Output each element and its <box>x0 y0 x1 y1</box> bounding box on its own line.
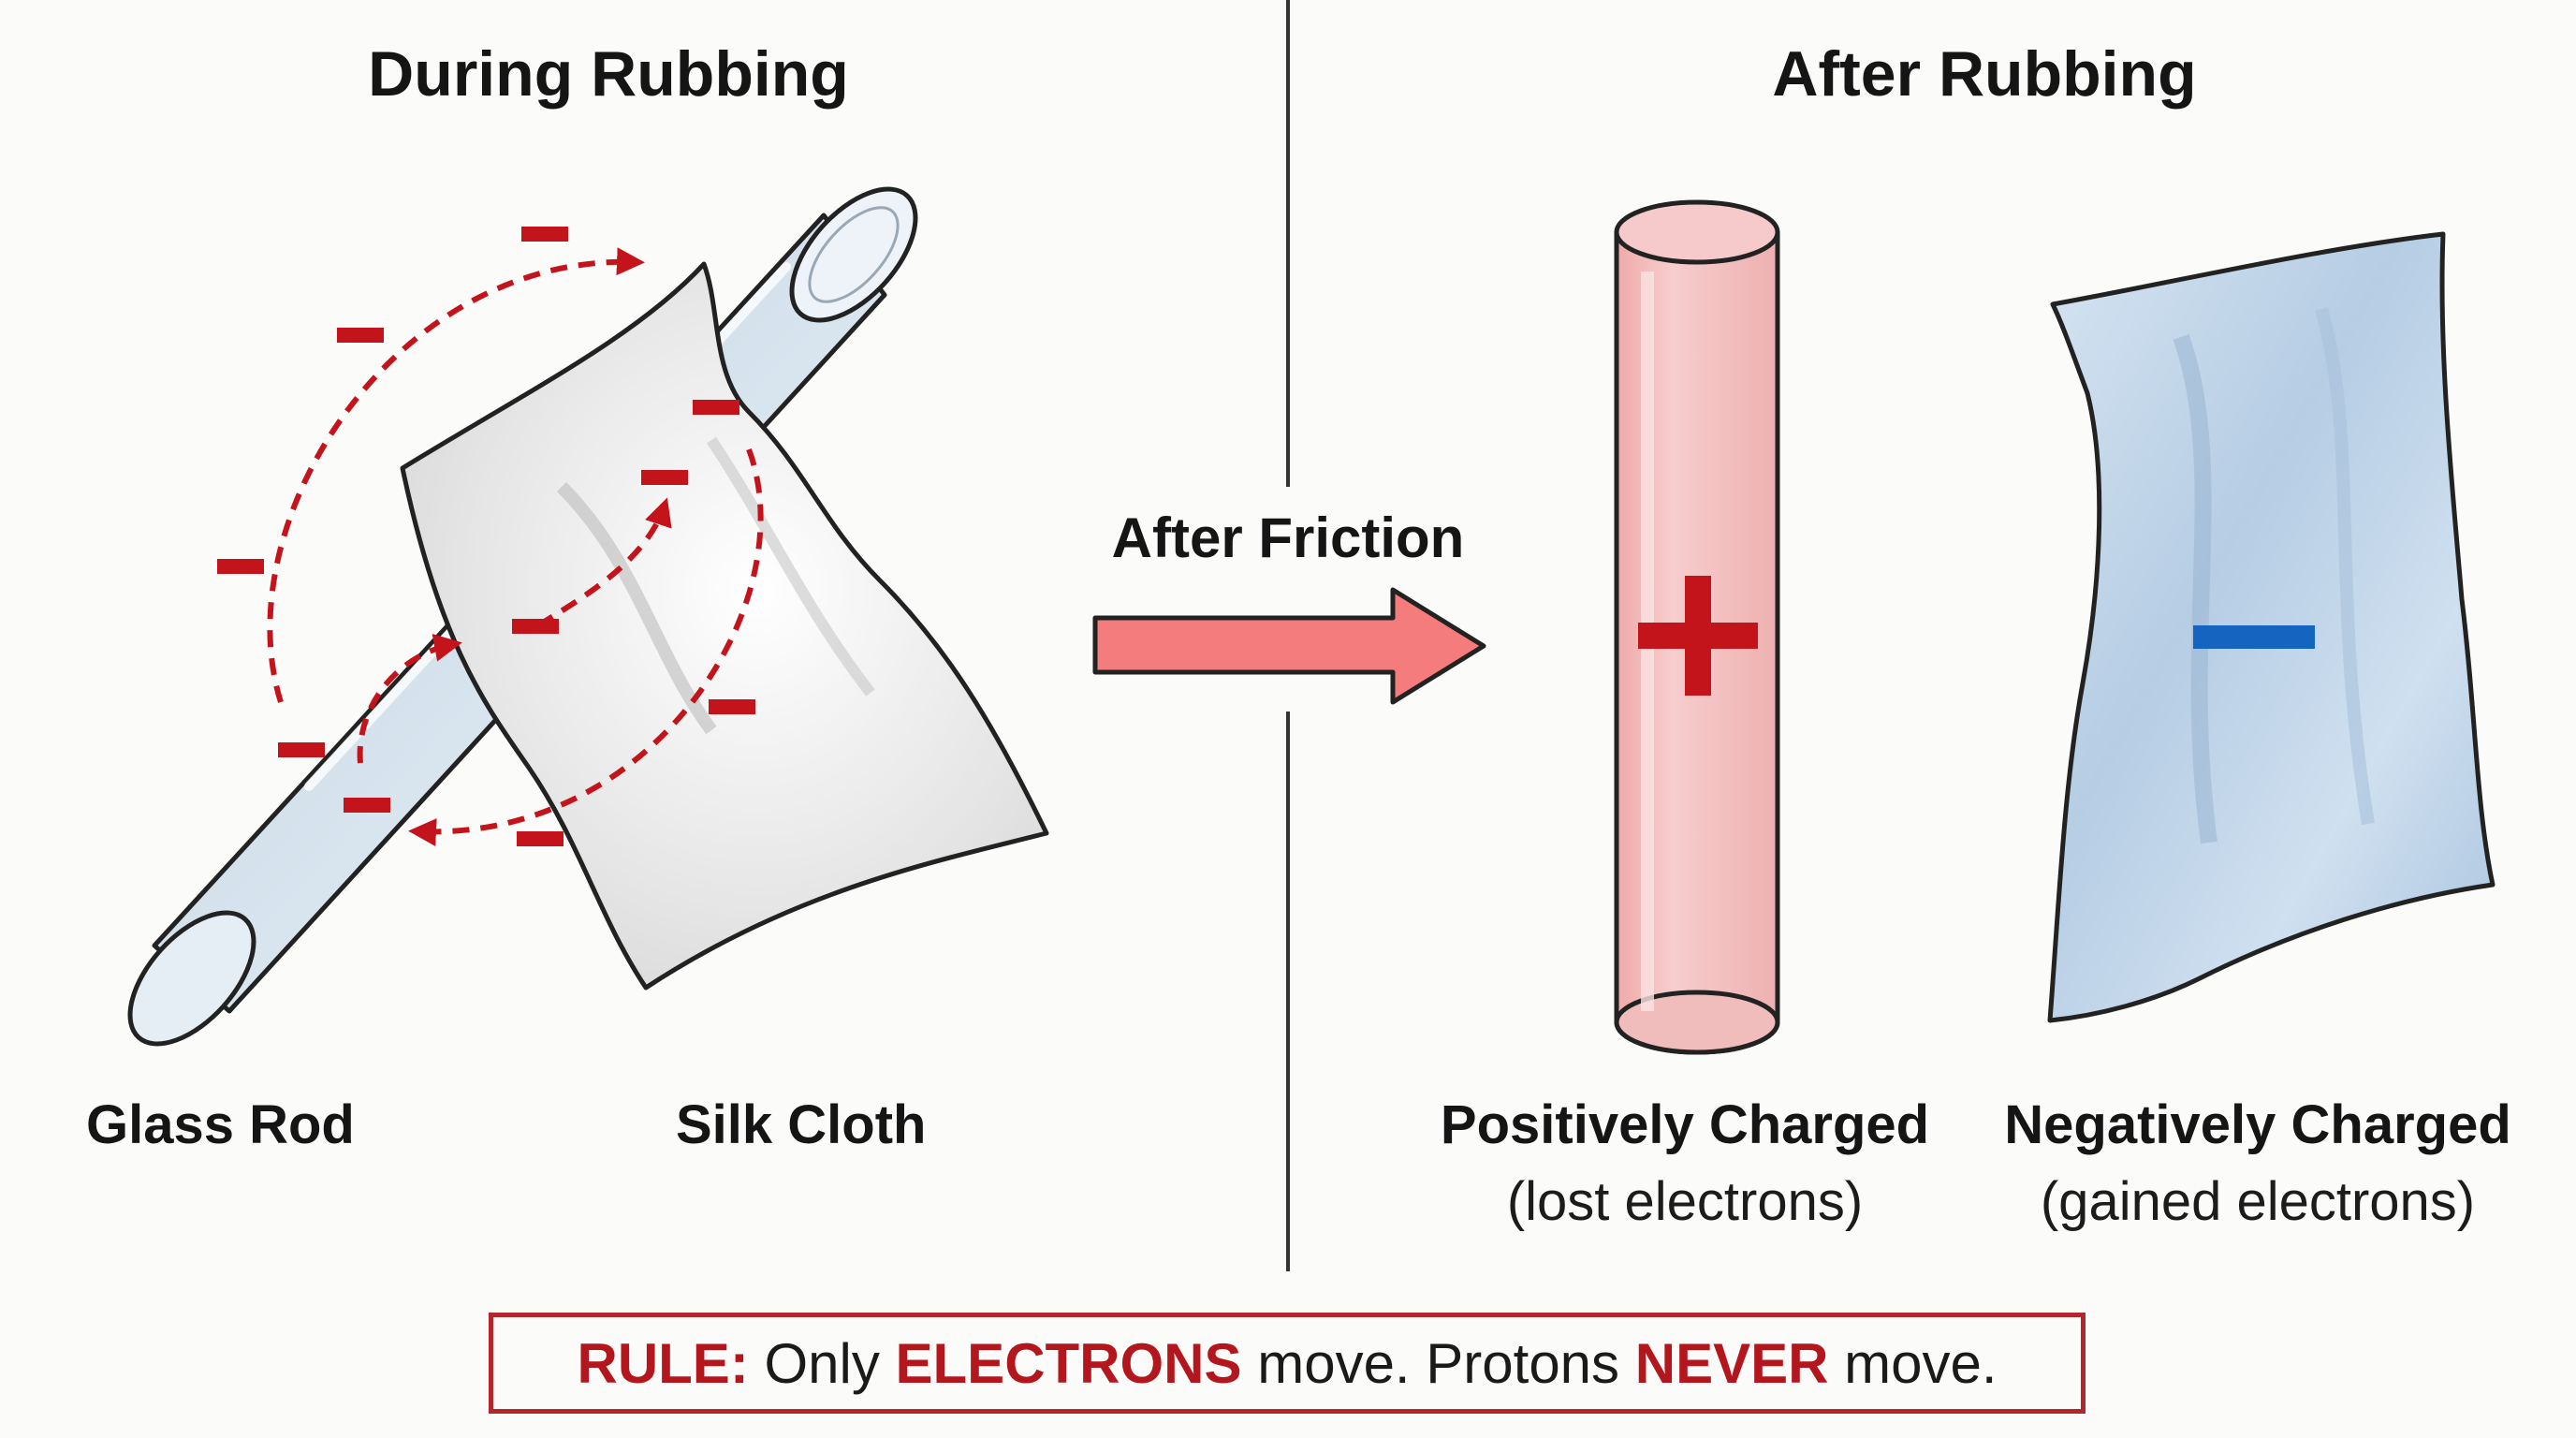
electron-flow-arrows <box>267 247 764 846</box>
minus-sign-blue <box>2193 625 2315 649</box>
negatively-charged-label: Negatively Charged <box>2004 1094 2511 1155</box>
rule-text-3: move. <box>1828 1331 1998 1395</box>
rule-box: RULE: Only ELECTRONS move. Protons NEVER… <box>489 1313 2086 1414</box>
left-panel-title: During Rubbing <box>368 38 849 110</box>
gained-electrons-label: (gained electrons) <box>2040 1171 2476 1232</box>
rule-text-1: Only <box>748 1331 896 1395</box>
after-friction-label: After Friction <box>1111 506 1465 569</box>
rule-electrons: ELECTRONS <box>895 1331 1242 1395</box>
rule-prefix: RULE: <box>577 1331 749 1395</box>
plus-sign <box>1638 576 1758 696</box>
rule-text-2: move. Protons <box>1241 1331 1635 1395</box>
glass-rod-label: Glass Rod <box>86 1094 355 1155</box>
right-panel-title: After Rubbing <box>1772 38 2197 110</box>
lost-electrons-label: (lost electrons) <box>1506 1171 1864 1232</box>
rule-never: NEVER <box>1634 1331 1829 1395</box>
silk-cloth <box>400 261 1049 990</box>
electron-minus-signs <box>217 227 755 846</box>
silk-cloth-label: Silk Cloth <box>676 1094 927 1155</box>
after-friction-arrow <box>1092 587 1486 705</box>
positively-charged-label: Positively Charged <box>1440 1094 1930 1155</box>
